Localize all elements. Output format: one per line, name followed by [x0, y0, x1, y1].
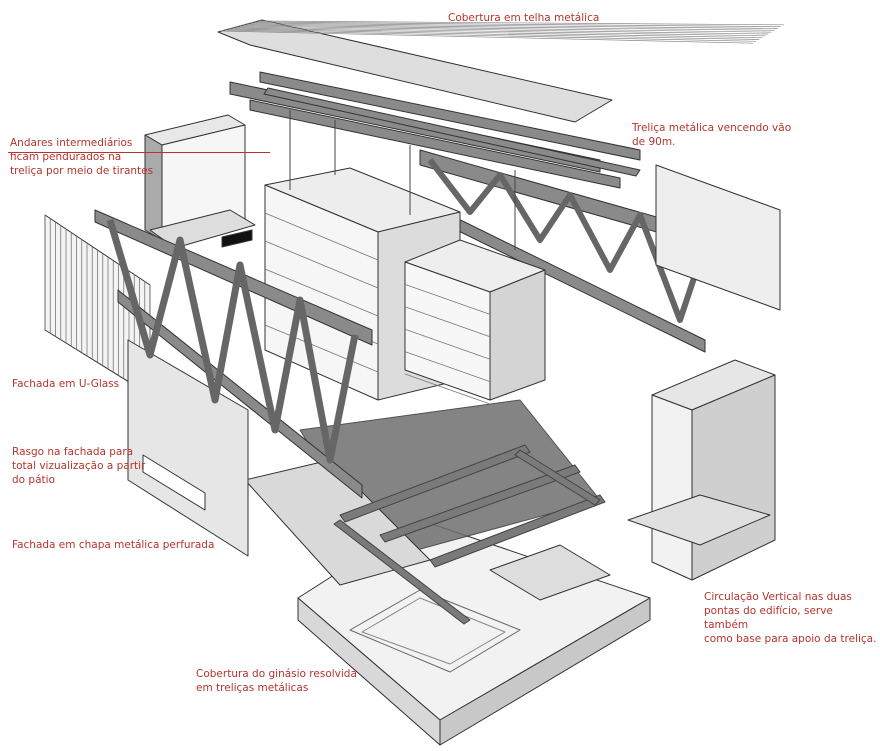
hatch-line	[225, 29, 757, 42]
label-floors: Andares intermediários ficam pendurados …	[10, 137, 154, 177]
hatch-line	[250, 22, 778, 29]
label-slot: Rasgo na fachada para total vizualização…	[12, 446, 146, 486]
hatch-line	[264, 240, 379, 289]
hatch-line	[254, 21, 781, 28]
hatch-line	[239, 25, 769, 35]
hatch-line	[243, 24, 772, 33]
label-circulation: Circulação Vertical nas duas pontas do e…	[704, 591, 877, 645]
label-roof: Cobertura em telha metálica	[448, 12, 600, 24]
label-uglass: Fachada em U-Glass	[12, 378, 120, 390]
front-truss	[94, 209, 373, 499]
hatch-line	[404, 284, 491, 315]
hatch-line	[247, 23, 775, 31]
left-tower	[144, 114, 256, 249]
hatch-line	[404, 328, 491, 360]
floors-leader-line	[8, 152, 270, 153]
gym-trusses	[333, 444, 606, 625]
hatch-line	[228, 28, 760, 40]
hatch-line	[264, 212, 379, 261]
roof-truss	[229, 71, 641, 189]
perforated-facade	[127, 339, 249, 557]
label-gym: Cobertura do ginásio resolvida em treliç…	[196, 668, 357, 694]
metal-roof	[217, 19, 784, 123]
tie-rods	[289, 110, 516, 250]
hatch-line	[221, 30, 754, 44]
right-tower	[627, 359, 776, 581]
hatch-line	[264, 268, 379, 317]
back-truss	[419, 149, 721, 353]
label-perforated: Fachada em chapa metálica perfurada	[12, 539, 215, 551]
hatch-line	[232, 27, 763, 39]
hatch-line	[236, 26, 766, 37]
hanging-floors	[264, 167, 546, 405]
hatch-line	[404, 351, 491, 382]
right-panel	[655, 164, 781, 311]
hatch-line	[264, 324, 379, 373]
hatch-line	[404, 306, 491, 338]
label-truss: Treliça metálica vencendo vão de 90m.	[632, 122, 792, 148]
hatch-line	[404, 373, 491, 405]
hatch-line	[258, 20, 784, 26]
